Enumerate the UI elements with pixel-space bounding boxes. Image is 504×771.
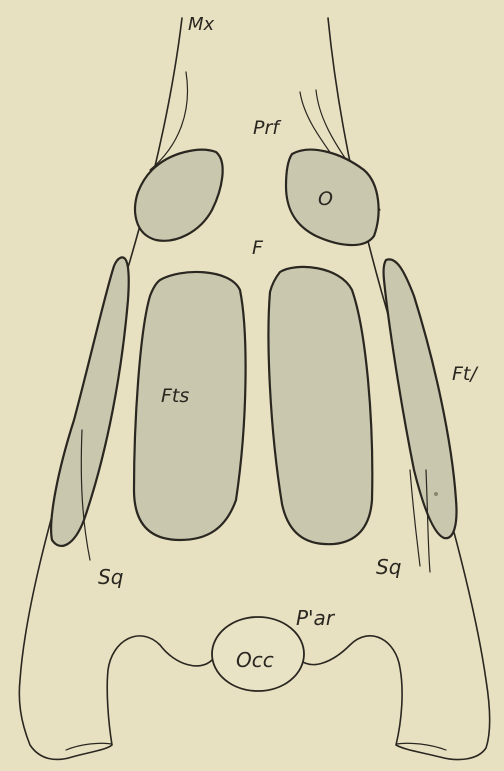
label-squamosal-left: Sq [98,565,123,589]
label-prefrontal: Prf [253,117,282,139]
label-fenestra: Fts [161,385,189,407]
label-squamosal-right: Sq [376,555,401,579]
fenestra-right [269,267,373,544]
label-maxilla: Mx [188,14,215,35]
small-dot [434,492,438,496]
label-frontal: F [252,237,264,259]
posterior-edge-right [396,743,446,750]
label-occipital: Occ [236,648,274,672]
fenestra-left [134,272,246,540]
label-parietal: P'ar [296,606,336,630]
lateral-fenestra-right [384,259,457,538]
lateral-fenestra-left [51,257,129,546]
orbit-left [135,150,223,241]
label-orbit: O [318,188,333,210]
label-postfrontal: Ft/ [452,363,479,385]
